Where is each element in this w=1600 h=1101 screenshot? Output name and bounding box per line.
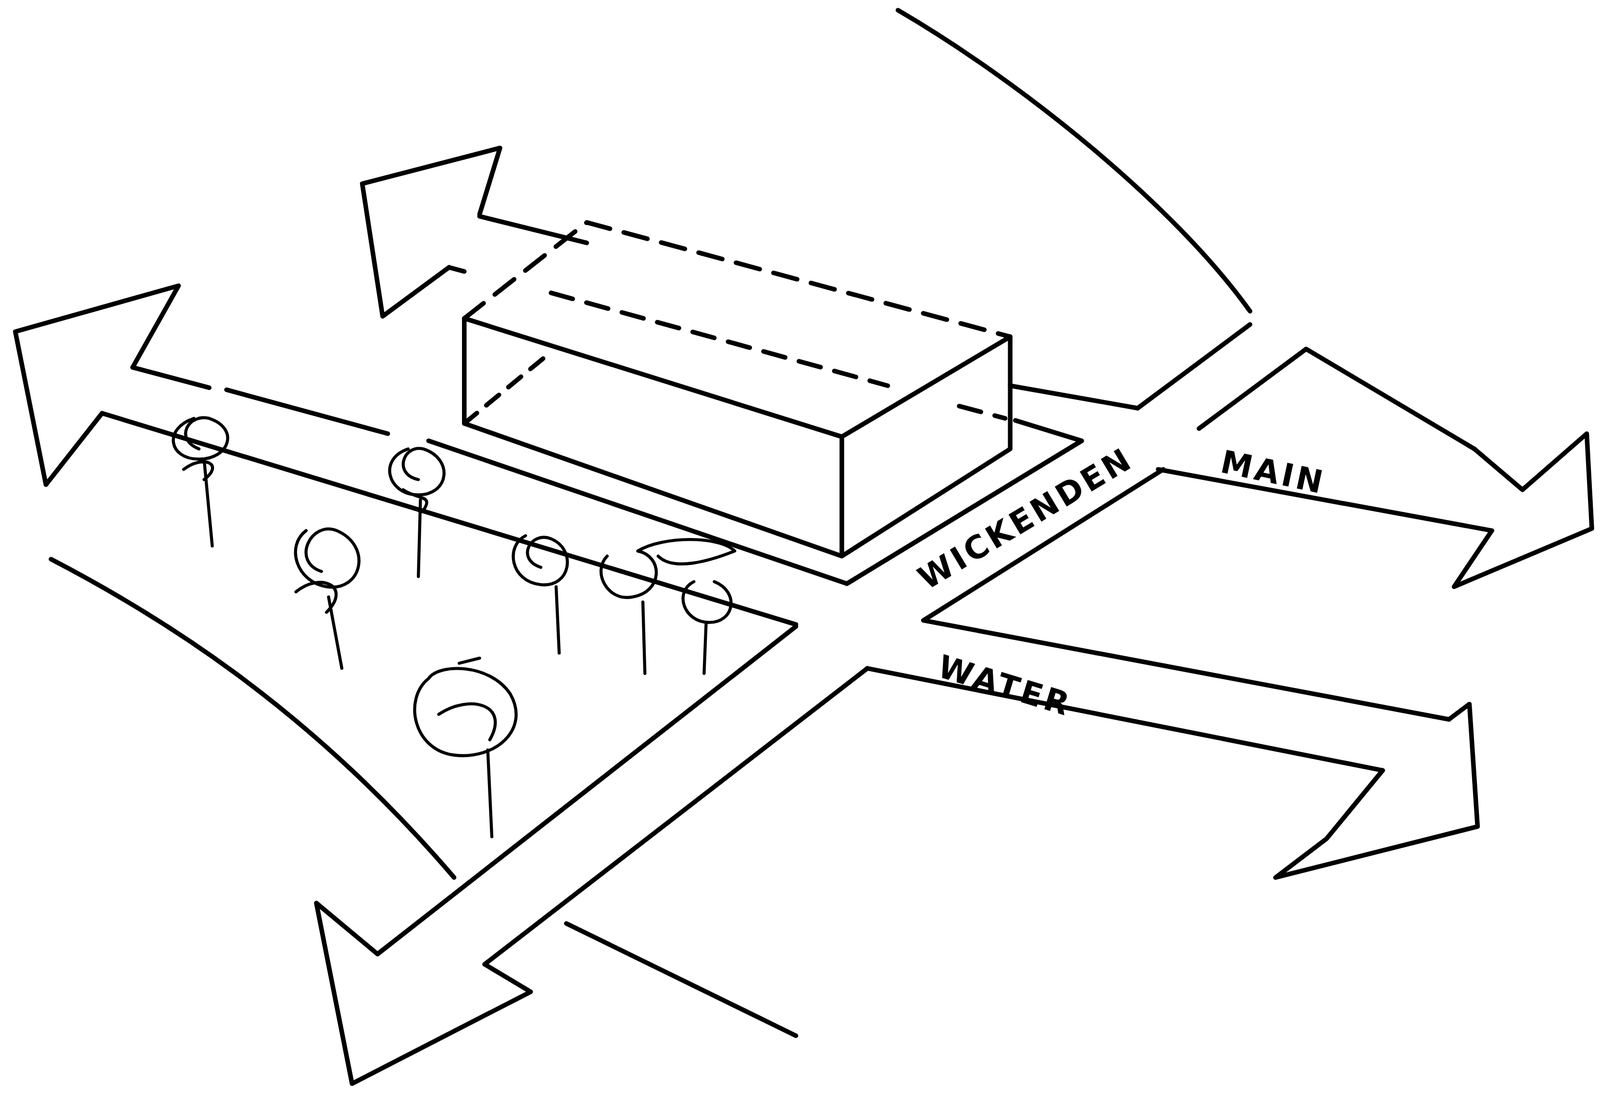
arrow-head xyxy=(1453,433,1592,587)
street-edge xyxy=(50,559,454,878)
street-edge xyxy=(1199,349,1475,450)
hidden-edge xyxy=(464,351,551,424)
arrow-head xyxy=(15,285,179,485)
arrow-head xyxy=(316,902,531,1084)
street-name: WICKENDEN xyxy=(911,439,1140,598)
arrow-head xyxy=(362,148,500,317)
street-name: WATER xyxy=(933,648,1077,724)
street-edge xyxy=(484,668,868,964)
street-edge xyxy=(1137,324,1250,409)
street-edge xyxy=(479,216,588,243)
street-edge xyxy=(132,367,210,388)
street-edge xyxy=(566,923,797,1036)
tree xyxy=(173,417,735,838)
street-edge xyxy=(377,626,796,954)
hidden-edge xyxy=(959,406,1006,419)
street-edge xyxy=(449,267,465,272)
hidden-edge xyxy=(550,292,888,386)
hidden-edge xyxy=(464,222,1011,338)
street-name: MAIN xyxy=(1217,443,1330,502)
street-edge xyxy=(226,389,388,434)
street-edge xyxy=(1010,385,1138,409)
building-block xyxy=(464,318,1011,557)
street-edge xyxy=(101,413,796,625)
street-edge xyxy=(898,10,1250,312)
arrow-head xyxy=(1275,703,1478,878)
